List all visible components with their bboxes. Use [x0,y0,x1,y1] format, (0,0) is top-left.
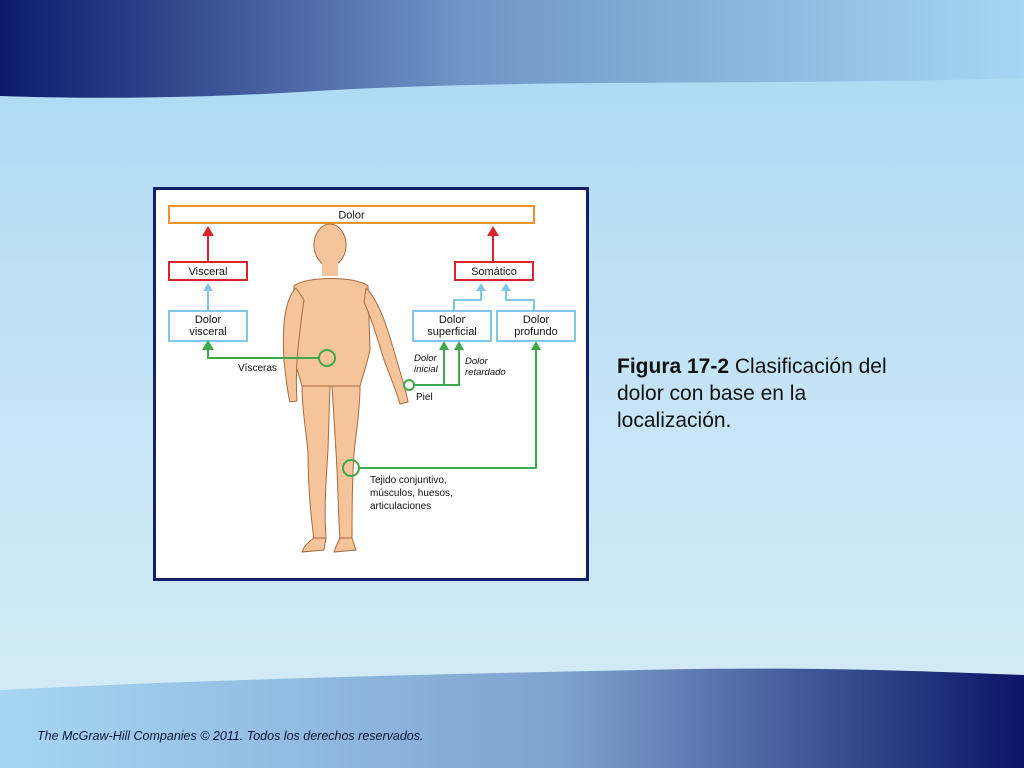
pain-classification-diagram: Dolor Visceral Somático Dolor visceral [168,205,576,553]
bottom-banner [0,668,1024,768]
visceras-arrowhead [202,340,214,350]
somatico-up-arrow [487,226,499,261]
dolor-retardado-line1: Dolor [465,356,489,367]
dolor-inicial-line2: inicial [414,364,439,375]
profundo-arrowhead [501,283,511,291]
dolor-visceral-box [168,310,248,342]
tejido-line1: Tejido conjuntivo, [370,475,447,486]
tejido-line3: articulaciones [370,501,431,512]
dolor-superficial-line2: superficial [427,326,477,338]
tejido-pathway [342,348,537,477]
tejido-line2: músculos, huesos, [370,488,453,499]
dolor-visceral-line2: visceral [189,326,226,338]
visceras-pathway [207,348,336,367]
visceral-box-label: Visceral [189,266,228,278]
dolor-box-label: Dolor [338,210,365,222]
figure-number: Figura 17-2 [617,355,730,378]
dolor-profundo-line1: Dolor [523,314,550,326]
dolor-retardado-line2: retardado [465,367,506,378]
figure-frame: Dolor Visceral Somático Dolor visceral [153,187,589,581]
dolor-visceral-up-arrow [203,283,213,310]
dolor-box [168,205,535,224]
somatico-box [454,261,534,281]
dolor-visceral-line1: Dolor [195,314,222,326]
visceral-up-arrow [202,226,214,261]
dolor-inicial-arrowhead [439,341,449,350]
superficial-arrowhead [476,283,486,291]
dolor-retardado-arrowhead [454,341,464,350]
human-body-illustration [282,223,409,553]
caption-text: Clasificación del dolor con base en la l… [617,355,887,432]
top-banner [0,0,1024,98]
piel-label: Piel [416,392,433,403]
dolor-profundo-line2: profundo [514,326,557,338]
dolor-profundo-box [496,310,576,342]
somatico-join-arrows [453,290,535,310]
dolor-inicial-line1: Dolor [414,353,438,364]
figure-caption: Figura 17-2 Clasificación del dolor con … [617,353,917,434]
visceral-box [168,261,248,281]
visceras-label: Vísceras [238,363,277,374]
copyright-footer: The McGraw-Hill Companies © 2011. Todos … [37,729,424,743]
tejido-arrowhead [531,341,541,350]
somatico-box-label: Somático [471,266,517,278]
dolor-superficial-line1: Dolor [439,314,466,326]
dolor-superficial-box [412,310,492,342]
piel-pathway [403,348,460,391]
